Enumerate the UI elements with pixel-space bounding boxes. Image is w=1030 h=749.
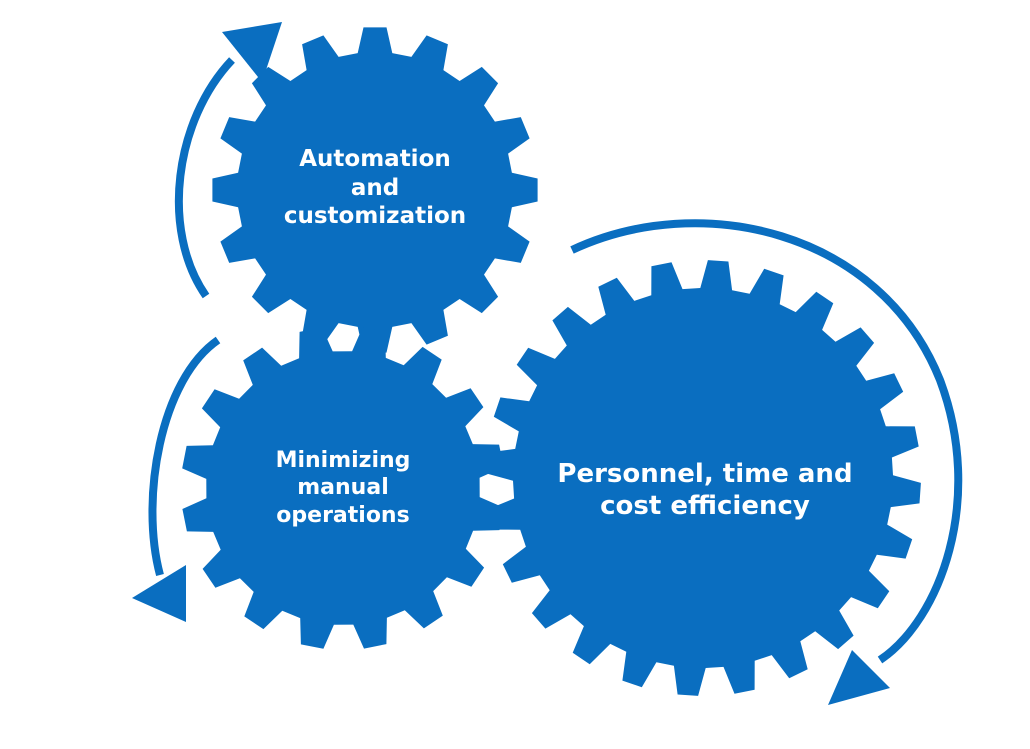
cycle-arrow-bottom-left — [148, 336, 221, 577]
cycle-arrow-right — [570, 219, 963, 664]
gear-manual-label: Minimizing manual operations — [228, 428, 458, 548]
gear-manual-operations — [182, 327, 504, 649]
gear-efficiency-label: Personnel, time and cost efficiency — [520, 440, 890, 540]
gear-efficiency — [485, 260, 921, 696]
gear-efficiency-text: Personnel, time and cost efficiency — [557, 458, 853, 522]
cycle-arrow-top-left — [174, 57, 235, 299]
gear-automation-text: Automation and customization — [283, 145, 467, 230]
gear-manual-text: Minimizing manual operations — [275, 447, 411, 528]
gear-automation — [212, 27, 538, 353]
arrowhead-bottom-left — [132, 565, 186, 622]
arrowhead-top-left — [222, 22, 282, 82]
arrowhead-right — [828, 650, 890, 705]
gear-automation-label: Automation and customization — [250, 128, 500, 248]
